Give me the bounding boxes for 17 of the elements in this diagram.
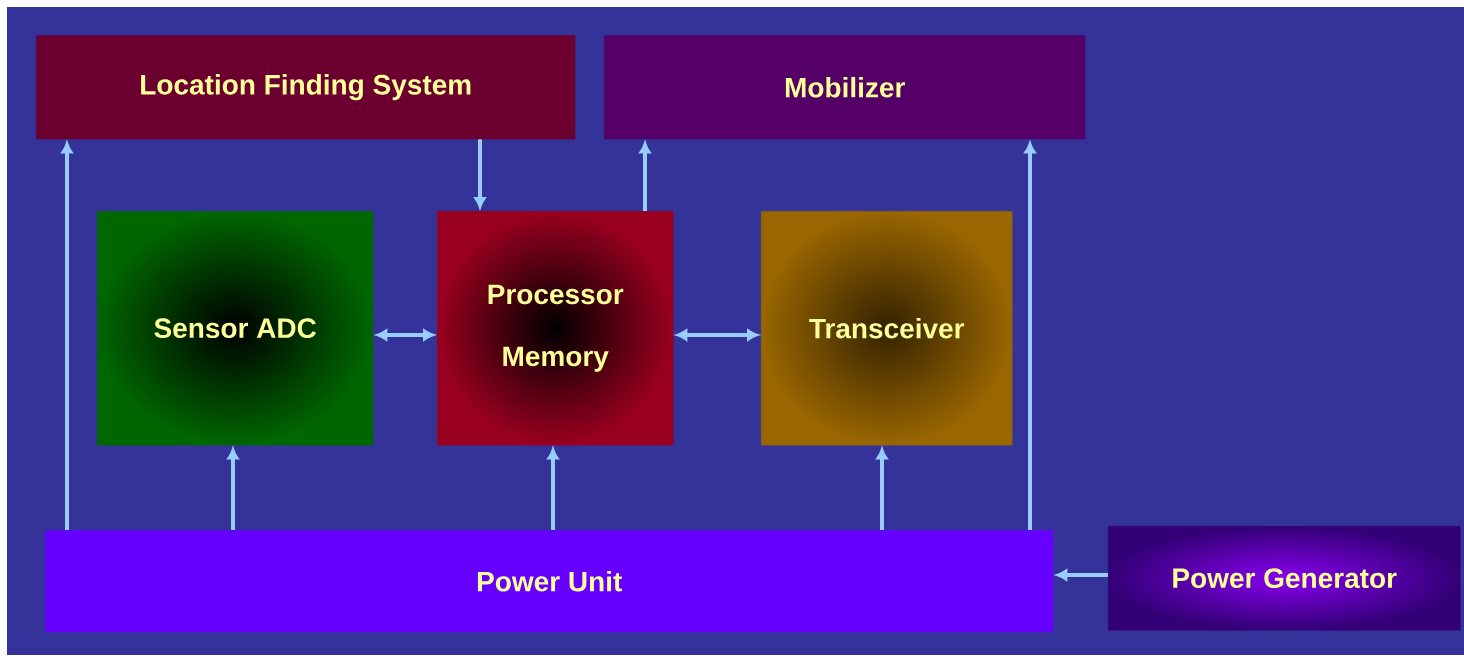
arrow [227,448,239,530]
arrow [547,448,559,530]
arrow [1056,569,1108,581]
arrow [61,142,73,530]
block-box: Transceiver [761,211,1013,446]
arrow [876,448,888,530]
arrow [676,329,758,341]
block-box: Mobilizer [604,35,1086,140]
block-box: Sensor ADC [97,211,374,446]
arrow [376,329,434,341]
block-box: Location Finding System [36,35,576,140]
arrow [639,142,651,211]
arrow [1024,142,1036,530]
block-box: Power Unit [45,530,1054,633]
block-box: Processor Memory [437,211,674,446]
arrow [474,139,486,208]
block-box: Power Generator [1108,526,1461,631]
